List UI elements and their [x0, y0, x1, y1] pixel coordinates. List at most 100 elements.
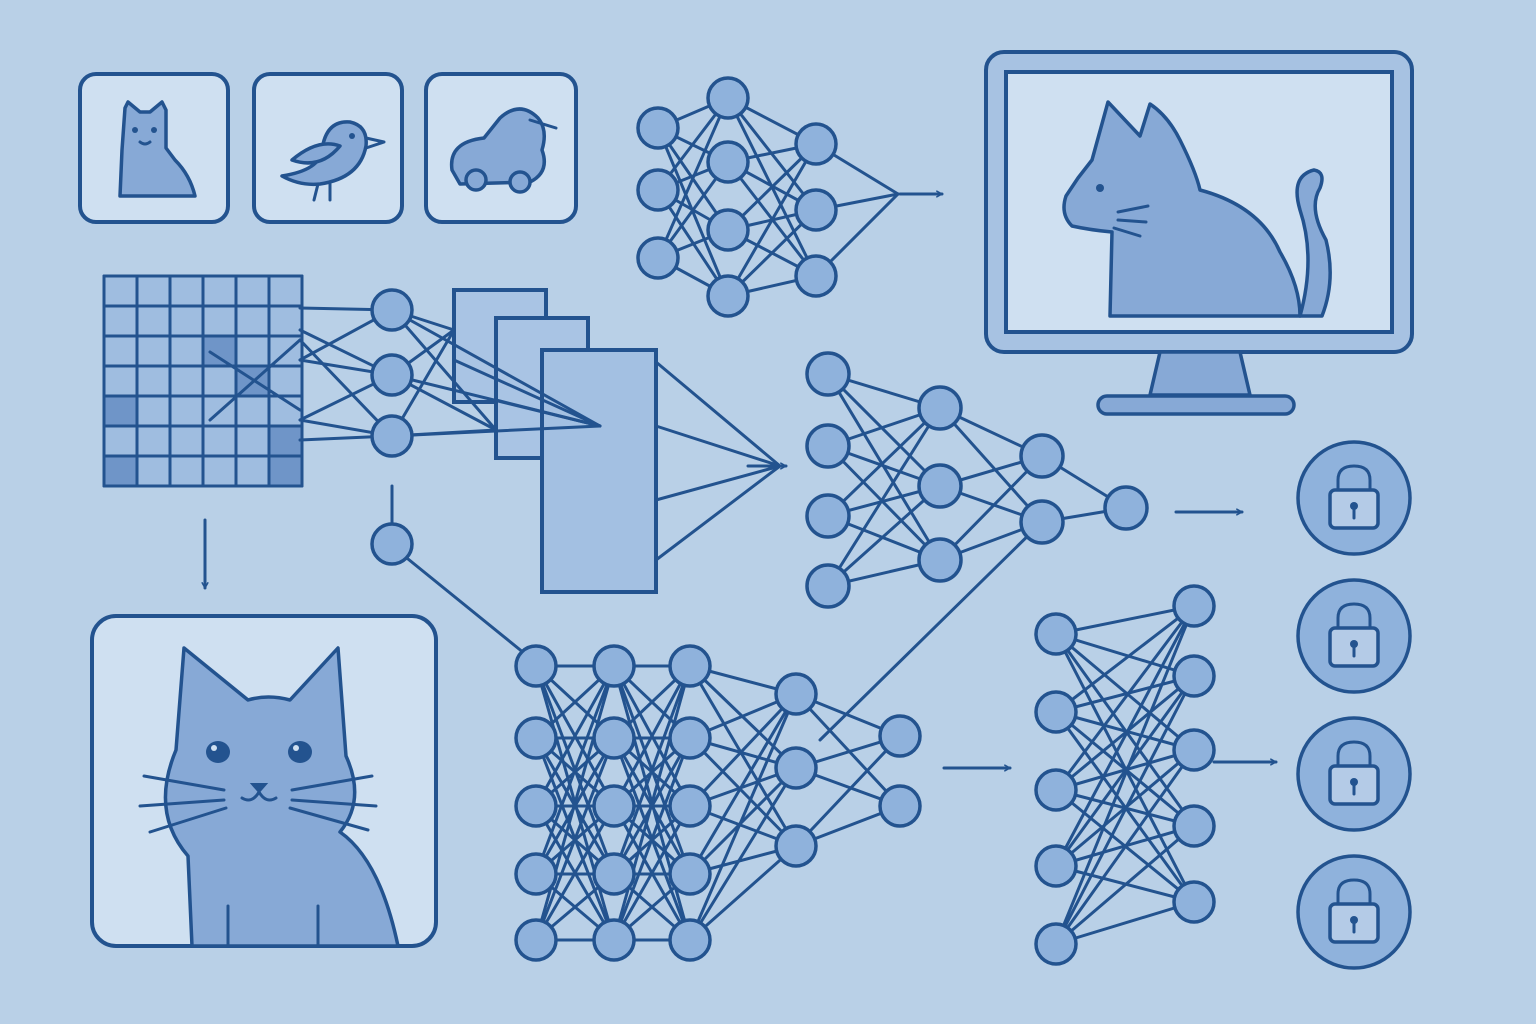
neuron-node [706, 140, 750, 184]
connection-line [938, 406, 1044, 524]
grid-cell-highlight [104, 396, 137, 426]
neuron-node [592, 716, 636, 760]
lock-icon [1328, 878, 1380, 944]
connection-line [612, 664, 692, 876]
neuron-node [794, 122, 838, 166]
neuron-node [794, 188, 838, 232]
lock-shackle [1336, 464, 1372, 494]
neuron-node [1103, 485, 1149, 531]
neuron-node [774, 672, 818, 716]
grid-cell-highlight [203, 336, 236, 366]
sample-image-bird [252, 72, 404, 224]
lock-icon [1328, 740, 1380, 806]
neuron-node [668, 852, 712, 896]
output-monitor [984, 50, 1414, 416]
output-node [1296, 440, 1412, 556]
neuron-node [706, 274, 750, 318]
lock-keyhole [1350, 778, 1358, 786]
neuron-node [668, 784, 712, 828]
connection-line [794, 692, 902, 808]
neuron-node [1019, 499, 1065, 545]
neuron-node [794, 254, 838, 298]
connection-line [1054, 674, 1196, 714]
connection-line [534, 664, 616, 942]
cat-icon [118, 100, 197, 198]
connection-line [938, 454, 1044, 562]
connection-line [1054, 632, 1196, 678]
grid-cell-highlight [269, 426, 302, 456]
neuron-node [592, 852, 636, 896]
neuron-node [514, 644, 558, 688]
neuron-node [774, 746, 818, 790]
network-nodes [370, 76, 1216, 966]
toy-car-icon [449, 107, 558, 194]
connection-line [688, 664, 798, 848]
connection-line [826, 444, 942, 562]
connection-line [654, 464, 782, 562]
neuron-node [592, 784, 636, 828]
connection-line [390, 544, 542, 668]
connection-line [1054, 604, 1196, 714]
connection-line [1054, 710, 1196, 752]
neuron-node [668, 918, 712, 962]
lock-icon [1328, 464, 1380, 530]
neuron-node [370, 414, 414, 458]
neuron-node [1172, 728, 1216, 772]
output-node [1296, 716, 1412, 832]
neuron-node [1034, 690, 1078, 734]
connection-line [656, 96, 730, 260]
connection-line [688, 692, 798, 942]
lock-shackle [1336, 878, 1372, 908]
connection-line [688, 844, 798, 942]
neuron-node [1034, 844, 1078, 888]
neuron-node [1034, 612, 1078, 656]
flow-arrows [746, 194, 1278, 768]
connection-line [390, 308, 602, 428]
lock-keyhole [1350, 640, 1358, 648]
connection-line [1054, 604, 1196, 636]
neuron-node [636, 236, 680, 280]
feature-map-stack [452, 288, 658, 594]
recognized-cat-panel [90, 614, 438, 948]
connection-line [654, 360, 782, 468]
neuron-node [706, 208, 750, 252]
connection-line [818, 520, 1044, 742]
connection-line [794, 734, 902, 848]
connection-line [1054, 604, 1196, 868]
neuron-node [636, 106, 680, 150]
neuron-node [1172, 804, 1216, 848]
neuron-node [917, 537, 963, 583]
neuron-node [805, 493, 851, 539]
lock-shackle [1336, 740, 1372, 770]
connection-line [826, 484, 942, 588]
connection-line [726, 142, 818, 298]
connection-line [208, 350, 302, 412]
neuron-node [1034, 922, 1078, 966]
connection-line [1054, 900, 1196, 946]
neuron-node [805, 351, 851, 397]
cat-silhouette-icon [1062, 100, 1332, 318]
neuron-node [514, 852, 558, 896]
connection-line [1054, 632, 1196, 752]
connection-line [298, 338, 394, 438]
neuron-node [592, 644, 636, 688]
output-node [1296, 578, 1412, 694]
neuron-node [805, 423, 851, 469]
lock-keyhole [1350, 916, 1358, 924]
neuron-node [917, 385, 963, 431]
neuron-node [636, 168, 680, 212]
bird-icon [280, 120, 386, 202]
neuron-node [917, 463, 963, 509]
connection-line [826, 372, 942, 488]
neuron-node [668, 644, 712, 688]
neuron-node [370, 288, 414, 332]
neuron-node [1034, 768, 1078, 812]
connection-line [654, 464, 782, 502]
connection-line [494, 398, 602, 428]
neuron-node [1172, 654, 1216, 698]
connection-line [688, 736, 798, 848]
neuron-node [592, 918, 636, 962]
connection-line [1054, 674, 1196, 946]
neuron-node [878, 784, 922, 828]
neuron-node [774, 824, 818, 868]
